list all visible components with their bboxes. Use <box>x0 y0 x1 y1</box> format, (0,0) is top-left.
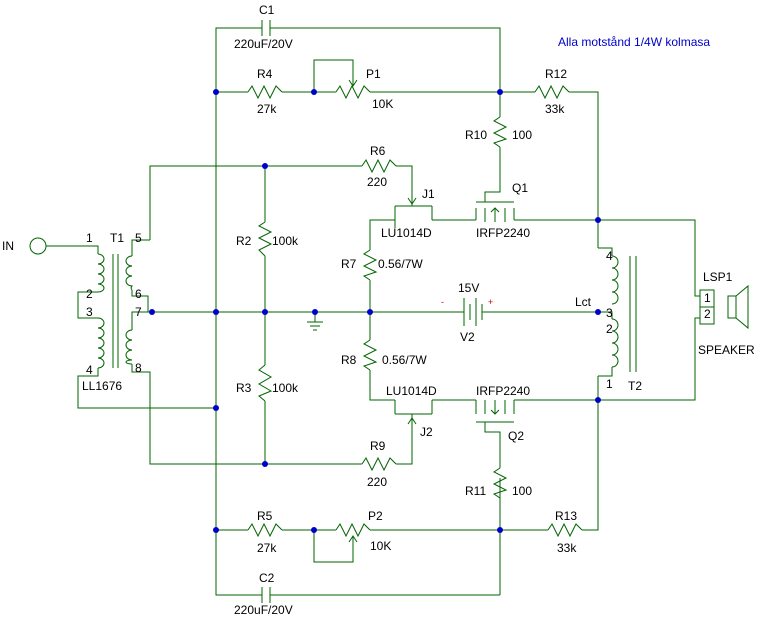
mosfet-q1-symbol <box>475 201 522 222</box>
input-label: IN <box>2 239 14 253</box>
c1-ref: C1 <box>259 3 275 17</box>
t1-pin-2: 2 <box>86 287 93 301</box>
t2-center-tap-label: Lct <box>575 295 592 309</box>
resistor-note: Alla motstånd 1/4W kolmasa <box>558 35 710 49</box>
r10-ref: R10 <box>465 128 487 142</box>
q2-ref: Q2 <box>508 429 524 443</box>
j1-ref: J1 <box>422 187 435 201</box>
t1-value: LL1676 <box>82 379 122 393</box>
r8-ref: R8 <box>341 353 357 367</box>
t2-pin-3: 3 <box>606 306 613 320</box>
resistor-r13-symbol <box>547 522 583 538</box>
r7-ref: R7 <box>341 257 357 271</box>
resistor-r6-symbol <box>361 158 397 174</box>
lsp1-pin-1: 1 <box>704 291 711 305</box>
mosfet-q2-symbol <box>475 399 522 423</box>
potentiometer-p2-symbol <box>335 522 371 538</box>
r9-value: 220 <box>367 475 387 489</box>
capacitor-c2-symbol <box>261 587 271 603</box>
speaker-icon <box>699 284 749 330</box>
p2-value: 10K <box>370 539 391 553</box>
resistor-r12-symbol <box>534 84 570 100</box>
r6-ref: R6 <box>370 144 386 158</box>
r4-value: 27k <box>257 102 277 116</box>
r10-value: 100 <box>512 128 532 142</box>
resistor-r8-symbol <box>362 339 378 371</box>
r9-ref: R9 <box>370 439 386 453</box>
jfet-j2-symbol <box>394 400 433 430</box>
lsp1-pin-2: 2 <box>704 307 711 321</box>
battery-v2-symbol <box>452 298 488 326</box>
t1-pin-6: 6 <box>135 287 142 301</box>
t1-pin-8: 8 <box>135 361 142 375</box>
capacitor-c1-symbol <box>261 20 271 36</box>
wires <box>46 27 700 596</box>
r6-value: 220 <box>367 175 387 189</box>
r13-ref: R13 <box>555 509 577 523</box>
r13-value: 33k <box>557 541 577 555</box>
resistor-r7-symbol <box>362 249 378 281</box>
r8-value: 0.56/7W <box>382 353 427 367</box>
potentiometer-p1-symbol <box>335 84 371 100</box>
jfet-j1-symbol <box>394 193 433 228</box>
v2-minus-sign: - <box>441 297 444 307</box>
q1-value: IRFP2240 <box>476 226 530 240</box>
q1-ref: Q1 <box>512 181 528 195</box>
c2-ref: C2 <box>259 571 275 585</box>
t1-pin-3: 3 <box>86 305 93 319</box>
p1-ref: P1 <box>366 67 381 81</box>
r7-value: 0.56/7W <box>378 257 423 271</box>
r11-value: 100 <box>512 484 532 498</box>
r5-ref: R5 <box>257 509 273 523</box>
t1-ref: T1 <box>110 231 124 245</box>
j2-ref: J2 <box>420 425 433 439</box>
j1-value: LU1014D <box>381 226 432 240</box>
r12-ref: R12 <box>545 67 567 81</box>
resistor-r4-symbol <box>247 84 283 100</box>
c2-value: 220uF/20V <box>234 603 293 617</box>
potentiometer-p2-wiper <box>348 535 358 544</box>
lsp1-ref: LSP1 <box>703 270 733 284</box>
t1-pin-7: 7 <box>135 305 142 319</box>
t1-pin-5: 5 <box>135 231 142 245</box>
c1-value: 220uF/20V <box>234 37 293 51</box>
resistor-r3-symbol <box>258 364 273 402</box>
p1-value: 10K <box>372 97 393 111</box>
resistor-r10-symbol <box>492 116 508 148</box>
resistor-r11-symbol <box>492 467 508 499</box>
q2-value: IRFP2240 <box>476 384 530 398</box>
r4-ref: R4 <box>257 67 273 81</box>
transformer-t2-symbol <box>604 255 637 372</box>
potentiometer-p1-wiper <box>348 78 358 87</box>
resistor-r9-symbol <box>361 456 397 472</box>
r5-value: 27k <box>257 541 277 555</box>
t2-ref: T2 <box>628 379 642 393</box>
v2-ref: V2 <box>460 330 475 344</box>
junction-dots <box>149 89 601 533</box>
v2-value: 15V <box>458 281 479 295</box>
r2-ref: R2 <box>236 234 252 248</box>
ground-symbol <box>307 321 323 331</box>
t1-pin-1: 1 <box>86 231 93 245</box>
t2-pin-4: 4 <box>606 249 613 263</box>
resistor-r2-symbol <box>257 221 273 257</box>
input-terminal-icon <box>29 237 47 255</box>
v2-plus-sign: + <box>488 297 493 307</box>
r3-ref: R3 <box>236 381 252 395</box>
t2-pin-2: 2 <box>606 322 613 336</box>
resistor-r5-symbol <box>247 522 283 538</box>
r3-value: 100k <box>272 381 299 395</box>
transformer-t1-symbol <box>97 253 134 369</box>
lsp1-value: SPEAKER <box>698 343 755 357</box>
r2-value: 100k <box>272 234 299 248</box>
j2-value: LU1014D <box>386 384 437 398</box>
t2-pin-1: 1 <box>606 377 613 391</box>
r12-value: 33k <box>545 102 565 116</box>
r11-ref: R11 <box>465 484 486 498</box>
p2-ref: P2 <box>368 509 383 523</box>
t1-pin-4: 4 <box>86 363 93 377</box>
